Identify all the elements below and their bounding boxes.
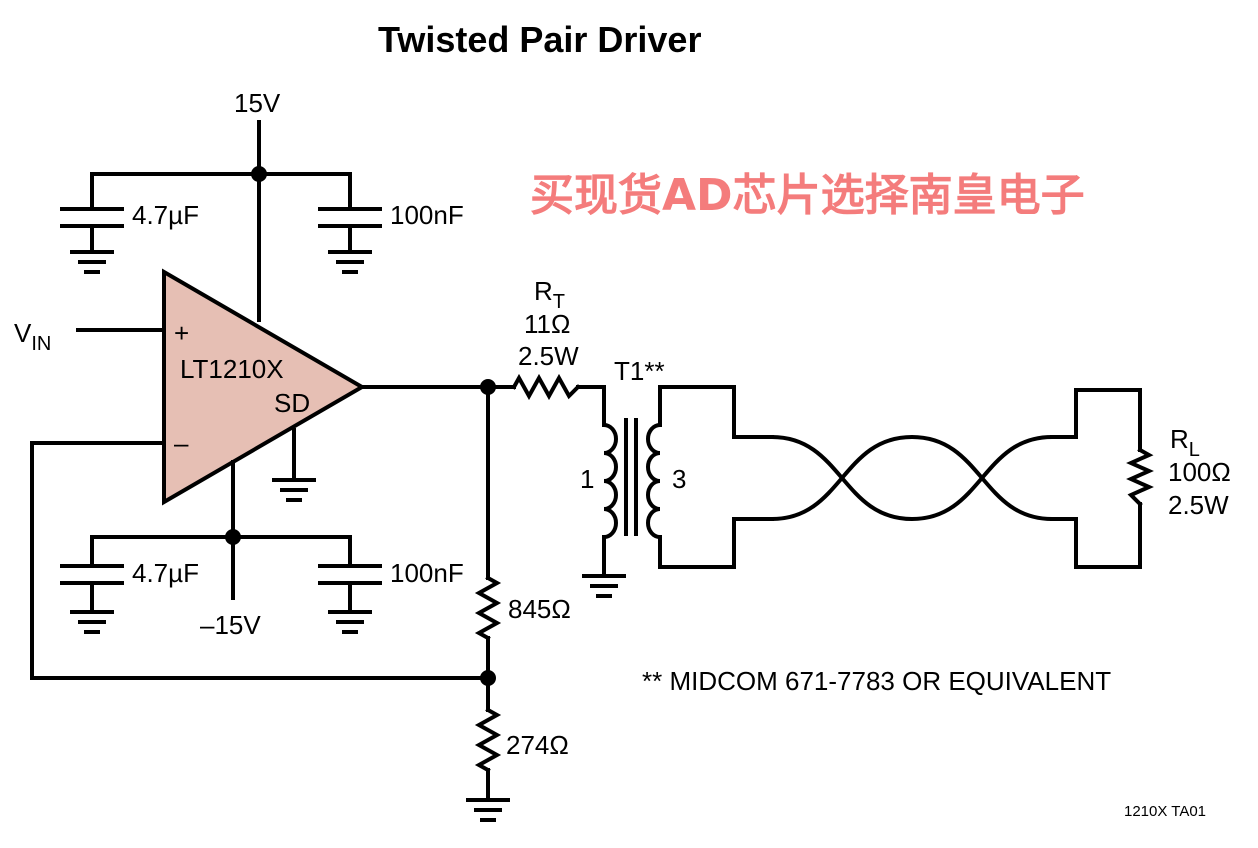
figure-id: 1210X TA01 — [1124, 803, 1206, 820]
resistor-feedback-upper: 845Ω — [474, 575, 571, 712]
input-label: VIN — [14, 318, 51, 355]
resistor-rt: RT 11Ω 2.5W — [511, 276, 606, 427]
opamp-plus-sign: + — [174, 318, 189, 348]
ground-icon — [328, 250, 372, 274]
ground-icon — [582, 574, 626, 598]
resistor-load: RL 100Ω 2.5W — [1126, 424, 1231, 520]
negative-supply: –15V — [90, 460, 352, 640]
opamp-lt1210x: + – LT1210X SD — [162, 268, 366, 506]
input-vin: VIN — [14, 318, 166, 355]
transformer-name: T1** — [614, 356, 665, 386]
resistor-rt-name: RT — [534, 276, 565, 313]
capacitor-top-left: 4.7µF — [60, 200, 199, 274]
ground-icon — [70, 250, 114, 274]
transformer-secondary-ratio: 3 — [672, 464, 686, 494]
capacitor-bottom-left-label: 4.7µF — [132, 558, 199, 588]
resistor-rt-value: 11Ω — [524, 309, 570, 339]
shutdown-ground — [272, 428, 316, 502]
positive-supply: 15V — [90, 88, 352, 322]
output-net — [360, 379, 516, 580]
ground-icon — [466, 798, 510, 822]
opamp-part-label: LT1210X — [180, 354, 284, 384]
opamp-sd-label: SD — [274, 388, 310, 418]
negative-supply-label: –15V — [200, 610, 261, 640]
capacitor-top-right: 100nF — [318, 200, 464, 274]
ground-icon — [70, 610, 114, 634]
transformer-t1: T1** 1 3 — [580, 356, 686, 598]
positive-supply-label: 15V — [234, 88, 281, 118]
capacitor-top-right-label: 100nF — [390, 200, 464, 230]
footnote: ** MIDCOM 671-7783 OR EQUIVALENT — [642, 666, 1111, 696]
resistor-load-value: 100Ω — [1168, 457, 1231, 487]
capacitor-bottom-right-label: 100nF — [390, 558, 464, 588]
resistor-feedback-lower-label: 274Ω — [506, 730, 569, 760]
twisted-pair-cable — [658, 385, 1142, 569]
diagram-title: Twisted Pair Driver — [378, 19, 701, 60]
resistor-rt-power: 2.5W — [518, 341, 579, 371]
transformer-primary-ratio: 1 — [580, 464, 594, 494]
opamp-minus-sign: – — [174, 428, 189, 458]
watermark-text: 买现货AD芯片选择南皇电子 — [530, 170, 1085, 221]
capacitor-bottom-left: 4.7µF — [60, 558, 199, 634]
capacitor-bottom-right: 100nF — [318, 558, 464, 634]
ground-icon — [272, 478, 316, 502]
feedback-loop — [30, 441, 496, 686]
resistor-load-power: 2.5W — [1168, 490, 1229, 520]
capacitor-top-left-label: 4.7µF — [132, 200, 199, 230]
resistor-feedback-upper-label: 845Ω — [508, 594, 571, 624]
ground-icon — [328, 610, 372, 634]
resistor-load-name: RL — [1170, 424, 1200, 461]
resistor-feedback-lower: 274Ω — [466, 707, 569, 822]
